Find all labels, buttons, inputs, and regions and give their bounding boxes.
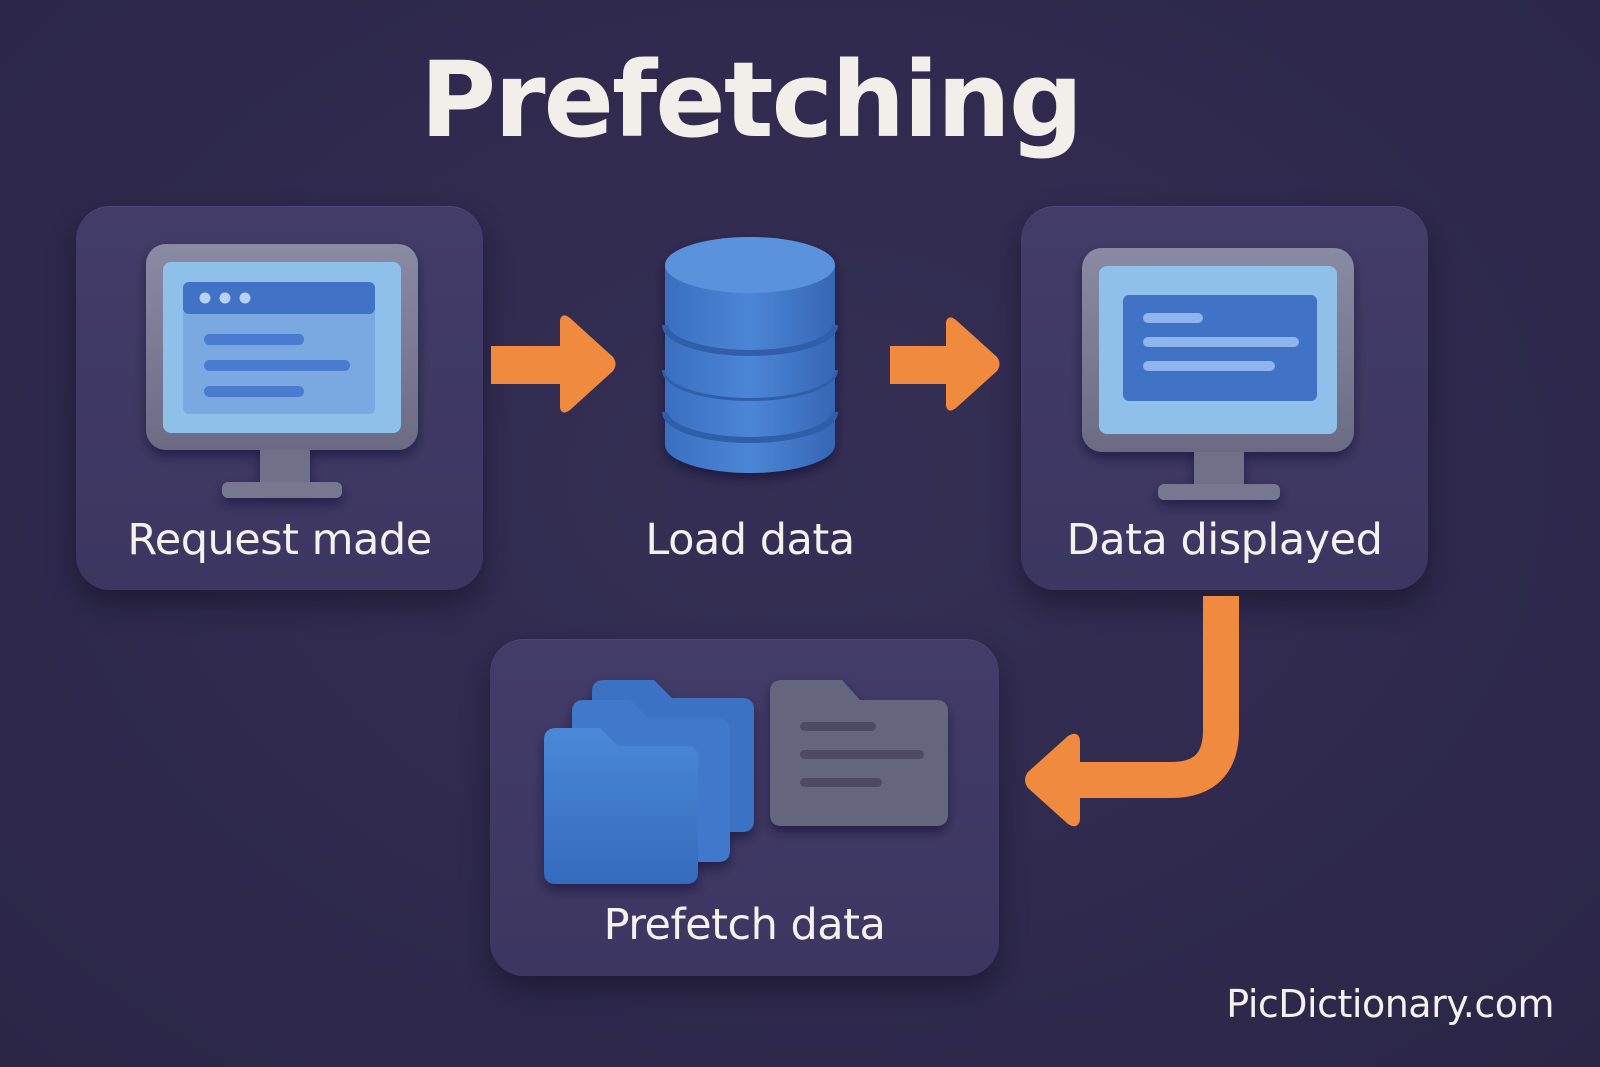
step-label-prefetch: Prefetch data — [603, 900, 886, 950]
arrow-load-to-displayed — [890, 317, 1000, 411]
step-label-request: Request made — [127, 515, 432, 565]
monitor-browser-icon — [146, 244, 418, 498]
monitor-document-icon — [1082, 248, 1354, 500]
database-icon — [662, 237, 838, 473]
arrow-request-to-load — [491, 315, 616, 413]
step-label-displayed: Data displayed — [1066, 515, 1383, 565]
step-label-load: Load data — [645, 515, 855, 565]
folders-icon — [544, 680, 948, 884]
watermark-text: PicDictionary.com — [1226, 982, 1554, 1026]
arrow-displayed-to-prefetch — [1025, 596, 1239, 827]
diagram-title: Prefetching — [420, 39, 1083, 161]
